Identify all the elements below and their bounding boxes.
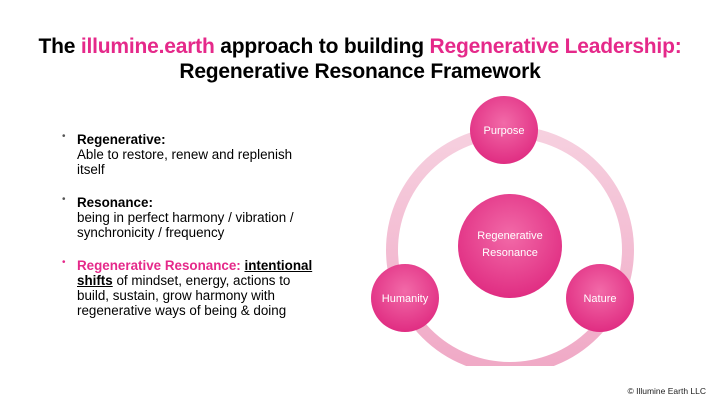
bullet-emphasis: intentional shifts <box>77 258 313 288</box>
node-humanity-label: Humanity <box>382 293 429 305</box>
bullet-text: Able to restore, renew and replenish its… <box>77 147 293 177</box>
title-brand: illumine.earth <box>80 35 215 58</box>
node-nature-label: Nature <box>583 293 616 305</box>
bullet-text: being in perfect harmony / vibration / s… <box>77 210 294 240</box>
bullet-dot-icon: • <box>62 257 66 268</box>
center-label-line-2: Resonance <box>482 247 538 259</box>
bullet-dot-icon: • <box>62 194 66 205</box>
bullet-text: of mindset, energy, actions to build, su… <box>77 273 291 318</box>
node-nature <box>566 264 634 332</box>
title-line-2: Regenerative Resonance Framework <box>179 60 541 83</box>
bullet-dot-icon: • <box>62 131 66 142</box>
node-purpose-label: Purpose <box>484 125 525 137</box>
copyright-notice: © Illumine Earth LLC <box>627 386 706 396</box>
slide-title: The illumine.earth approach to building … <box>0 34 720 84</box>
node-purpose <box>470 96 538 164</box>
center-node <box>458 194 562 298</box>
bullet-heading: Regenerative Resonance: <box>77 258 241 273</box>
resonance-diagram: Regenerative Resonance Purpose Humanity … <box>371 96 634 366</box>
bullet-heading: Resonance: <box>77 195 153 210</box>
bullet-regenerative: • Regenerative: Able to restore, renew a… <box>62 131 322 177</box>
bullet-resonance: • Resonance: being in perfect harmony / … <box>62 194 322 240</box>
center-label-line-1: Regenerative <box>477 230 542 242</box>
definitions-list: • Regenerative: Able to restore, renew a… <box>62 131 322 336</box>
node-humanity <box>371 264 439 332</box>
bullet-regenerative-resonance: • Regenerative Resonance: intentional sh… <box>62 257 322 318</box>
title-line-1: The illumine.earth approach to building … <box>0 34 720 59</box>
title-highlight: Regenerative Leadership: <box>429 35 682 58</box>
title-middle: approach to building <box>214 35 430 58</box>
bullet-heading: Regenerative: <box>77 132 166 147</box>
title-prefix: The <box>38 35 81 58</box>
